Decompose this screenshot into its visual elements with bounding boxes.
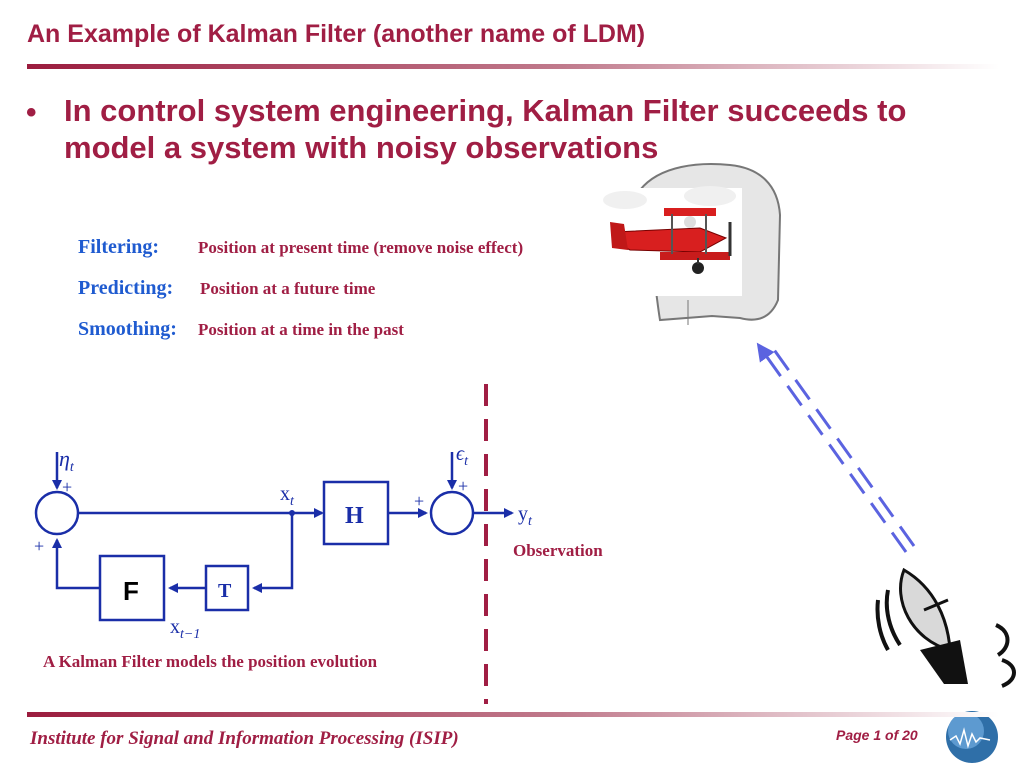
isip-logo [946, 711, 998, 763]
sum-node-process [34, 490, 80, 536]
x-t-label: xt [280, 483, 295, 509]
predicting-term: Predicting: [78, 277, 174, 299]
bullet-text: In control system engineering, Kalman Fi… [64, 93, 907, 165]
predicting-desc: Position at a future time [200, 279, 376, 298]
observation-label: Observation [513, 541, 603, 560]
airplane-in-head-icon [598, 163, 782, 325]
bullet-marker: • [26, 96, 37, 129]
eta-label: ηt [59, 446, 75, 475]
plus-top-2: + [458, 476, 468, 496]
kalman-block-diagram [34, 452, 514, 622]
smoothing-term: Smoothing: [78, 318, 177, 340]
filtering-term: Filtering: [78, 236, 160, 258]
t-block-label: T [218, 580, 232, 602]
h-block-label: H [345, 503, 364, 529]
plus-left-2: + [414, 491, 424, 511]
f-block-label: F [123, 576, 139, 606]
diagram-caption: A Kalman Filter models the position evol… [43, 652, 378, 671]
title-divider [27, 64, 999, 69]
satellite-dish-icon [875, 567, 1016, 688]
y-t-label: yt [518, 503, 533, 529]
t-block [204, 564, 250, 612]
smoothing-desc: Position at a time in the past [198, 320, 404, 339]
plus-bottom-1: + [34, 536, 44, 556]
footer-divider [27, 712, 999, 717]
sum-node-observation [429, 490, 475, 536]
footer-institute: Institute for Signal and Information Pro… [30, 728, 459, 749]
signal-arrow [756, 342, 916, 553]
x-prev-label: xt−1 [170, 616, 200, 642]
eps-label: ϵt [456, 443, 469, 469]
plus-top-1: + [62, 477, 72, 497]
filtering-desc: Position at present time (remove noise e… [198, 238, 524, 257]
page-number: Page 1 of 20 [836, 727, 918, 743]
page-title: An Example of Kalman Filter (another nam… [27, 20, 646, 48]
h-block [322, 480, 390, 546]
